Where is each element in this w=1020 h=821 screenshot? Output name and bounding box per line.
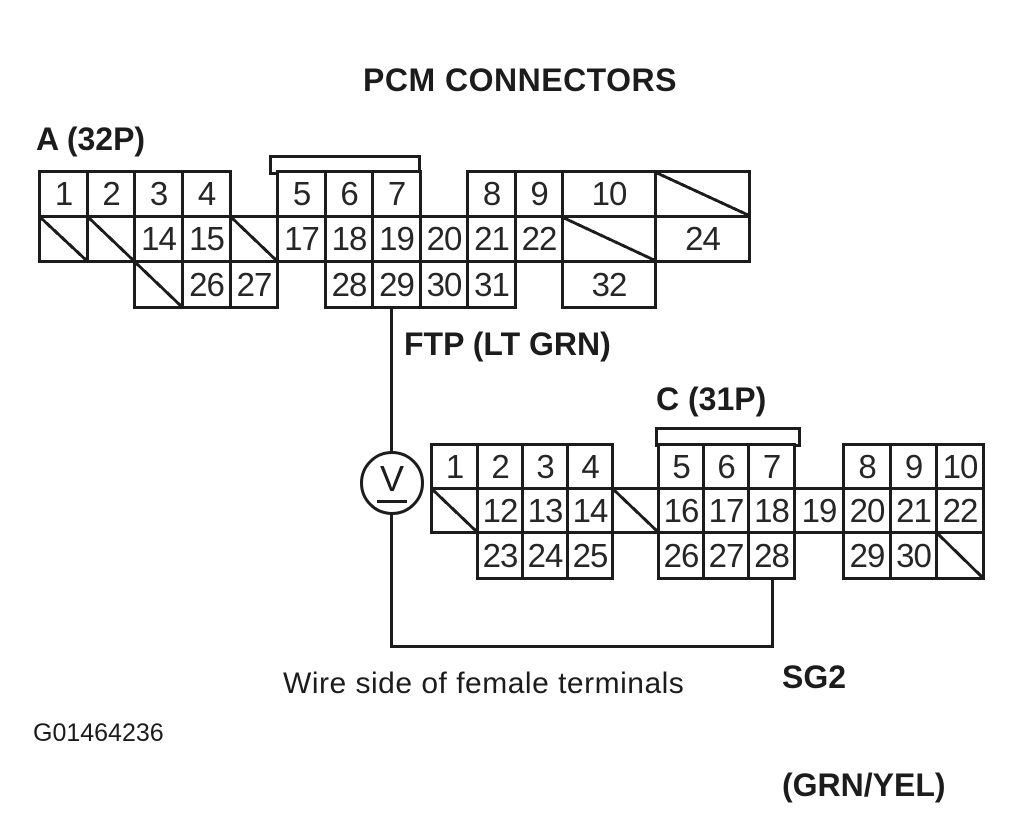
connector-a-pin-27: 27 xyxy=(229,260,279,309)
connector-a-pin-21: 21 xyxy=(466,215,517,263)
connector-a-pin-14: 14 xyxy=(133,215,184,263)
wire-sg2-riser xyxy=(771,578,774,648)
connector-a-pin-3: 3 xyxy=(133,170,184,218)
connector-a-pin-29: 29 xyxy=(371,260,422,309)
connector-a-blocked-cell xyxy=(229,215,279,263)
connector-c-pin-22: 22 xyxy=(935,487,985,534)
connector-c-pin-30: 30 xyxy=(889,531,938,580)
wire-label-ftp: FTP (LT GRN) xyxy=(404,326,611,362)
connector-c-pin-20: 20 xyxy=(842,487,892,534)
connector-c-pin-27: 27 xyxy=(702,531,750,580)
connector-a-pin-19: 19 xyxy=(371,215,422,263)
connector-a-pin-28: 28 xyxy=(324,260,374,309)
connector-c-pin-29: 29 xyxy=(842,531,892,580)
connector-c-blocked-cell xyxy=(611,487,660,534)
figure-id: G01464236 xyxy=(33,719,164,747)
connector-a-pin-6: 6 xyxy=(324,170,374,218)
connector-a-pin-7: 7 xyxy=(371,170,422,218)
connector-c-pin-18: 18 xyxy=(747,487,796,534)
connector-a-pin-24: 24 xyxy=(654,215,751,263)
connector-c-pin-28: 28 xyxy=(747,531,796,580)
connector-a-pin-17: 17 xyxy=(276,215,327,263)
connector-a-blocked-cell xyxy=(133,260,184,309)
connector-c-pin-17: 17 xyxy=(702,487,750,534)
connector-c-pin-21: 21 xyxy=(889,487,938,534)
diagram-title: PCM CONNECTORS xyxy=(363,62,677,98)
connector-c-pin-8: 8 xyxy=(842,443,892,490)
wire-label-sg2-color: (GRN/YEL) xyxy=(782,767,946,803)
connector-c-pin-2: 2 xyxy=(476,443,524,490)
connector-c-pin-19: 19 xyxy=(793,487,845,534)
connector-c-pin-6: 6 xyxy=(702,443,750,490)
connector-a-pin-22: 22 xyxy=(514,215,564,263)
connector-c-label: C (31P) xyxy=(656,381,767,417)
connector-c-pin-5: 5 xyxy=(657,443,705,490)
connector-a-blocked-cell xyxy=(38,215,89,263)
connector-c-pin-16: 16 xyxy=(657,487,705,534)
connector-c-pin-23: 23 xyxy=(476,531,524,580)
connector-c-pin-26: 26 xyxy=(657,531,705,580)
connector-c-pin-25: 25 xyxy=(566,531,614,580)
connector-a-pin-30: 30 xyxy=(419,260,469,309)
connector-a-pin-2: 2 xyxy=(86,170,136,218)
connector-a-pin-9: 9 xyxy=(514,170,564,218)
connector-c-pin-12: 12 xyxy=(476,487,524,534)
connector-a-pin-26: 26 xyxy=(181,260,232,309)
wire-side-note: Wire side of female terminals xyxy=(283,667,685,700)
connector-c-pin-10: 10 xyxy=(935,443,985,490)
connector-c-pin-7: 7 xyxy=(747,443,796,490)
voltmeter-letter: V xyxy=(379,458,404,499)
connector-c-pin-3: 3 xyxy=(521,443,569,490)
wire-ftp-upper xyxy=(390,306,393,456)
connector-c-pin-14: 14 xyxy=(566,487,614,534)
wire-bottom-run xyxy=(390,645,774,648)
connector-a-pin-10: 10 xyxy=(561,170,657,218)
connector-a-pin-32: 32 xyxy=(561,260,657,309)
connector-a-pin-15: 15 xyxy=(181,215,232,263)
connector-c-pin-4: 4 xyxy=(566,443,614,490)
connector-a-pin-1: 1 xyxy=(38,170,89,218)
wire-ftp-lower xyxy=(390,510,393,648)
connector-c-pin-1: 1 xyxy=(430,443,479,490)
connector-a-pin-18: 18 xyxy=(324,215,374,263)
connector-a-pin-5: 5 xyxy=(276,170,327,218)
connector-a-pin-31: 31 xyxy=(466,260,517,309)
wire-label-sg2: SG2 (GRN/YEL) xyxy=(782,587,946,821)
connector-a-label: A (32P) xyxy=(36,121,146,157)
connector-a-blocked-cell xyxy=(561,215,657,263)
wire-label-sg2-name: SG2 xyxy=(782,659,847,695)
connector-c-pin-9: 9 xyxy=(889,443,938,490)
connector-a-blocked-cell xyxy=(654,170,751,218)
connector-c-blocked-cell xyxy=(935,531,985,580)
connector-a-pin-4: 4 xyxy=(181,170,232,218)
voltmeter-symbol: V xyxy=(360,451,424,515)
connector-c-pin-13: 13 xyxy=(521,487,569,534)
connector-a-blocked-cell xyxy=(86,215,136,263)
connector-c-pin-24: 24 xyxy=(521,531,569,580)
connector-c-blocked-cell xyxy=(430,487,479,534)
voltmeter-underline xyxy=(377,499,407,503)
connector-a-pin-8: 8 xyxy=(466,170,517,218)
connector-a-pin-20: 20 xyxy=(419,215,469,263)
